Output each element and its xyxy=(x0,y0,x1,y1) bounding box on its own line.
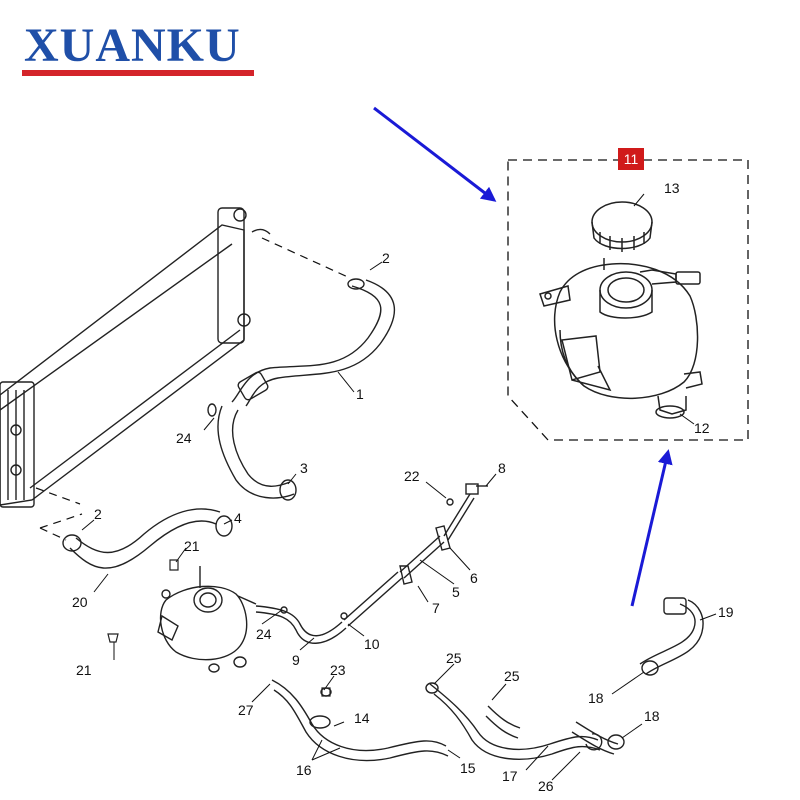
part-label-17: 17 xyxy=(502,768,518,784)
part-label-24-upper: 24 xyxy=(176,430,192,446)
part-label-4: 4 xyxy=(234,510,242,526)
part-11-badge: 11 xyxy=(618,148,644,170)
part-label-19: 19 xyxy=(718,604,734,620)
part-label-14: 14 xyxy=(354,710,370,726)
radiator xyxy=(0,207,271,508)
leader-lines xyxy=(35,237,351,541)
small-reservoir xyxy=(157,566,257,673)
part-label-1: 1 xyxy=(356,386,364,402)
hose-bottom xyxy=(271,597,704,762)
part-label-7: 7 xyxy=(432,600,440,616)
part-label-23: 23 xyxy=(330,662,346,678)
part-label-18-right: 18 xyxy=(644,708,660,724)
part-label-22: 22 xyxy=(404,468,420,484)
part-label-26: 26 xyxy=(538,778,554,794)
part-label-9: 9 xyxy=(292,652,300,668)
part-label-10: 10 xyxy=(364,636,380,652)
part-label-20: 20 xyxy=(72,594,88,610)
hose-lower xyxy=(62,508,233,569)
part-label-3: 3 xyxy=(300,460,308,476)
part-label-16: 16 xyxy=(296,762,312,778)
part-label-5: 5 xyxy=(452,584,460,600)
part-label-27: 27 xyxy=(238,702,254,718)
part-label-15: 15 xyxy=(460,760,476,776)
part-label-25-right: 25 xyxy=(504,668,520,684)
part-label-21-upper: 21 xyxy=(184,538,200,554)
brand-logo: XUANKU xyxy=(24,19,241,72)
expansion-tank xyxy=(539,201,703,419)
part-label-2-upper: 2 xyxy=(382,250,390,266)
small-fasteners xyxy=(107,559,331,697)
hose-upper xyxy=(207,278,396,501)
part-label-2-lower: 2 xyxy=(94,506,102,522)
arrow-top xyxy=(373,106,497,202)
group-11-box xyxy=(507,159,749,441)
brand-logo-underline xyxy=(22,70,254,76)
blue-arrows xyxy=(373,106,673,607)
part-label-21-lower: 21 xyxy=(76,662,92,678)
part-label-25-left: 25 xyxy=(446,650,462,666)
part-label-13: 13 xyxy=(664,180,680,196)
part-label-24-lower: 24 xyxy=(256,626,272,642)
hose-bleed xyxy=(255,483,488,644)
part-label-18-left: 18 xyxy=(588,690,604,706)
part-label-6: 6 xyxy=(470,570,478,586)
part-label-8: 8 xyxy=(498,460,506,476)
part-label-12: 12 xyxy=(694,420,710,436)
label-leaders xyxy=(81,193,717,781)
arrow-bottom xyxy=(630,449,673,607)
